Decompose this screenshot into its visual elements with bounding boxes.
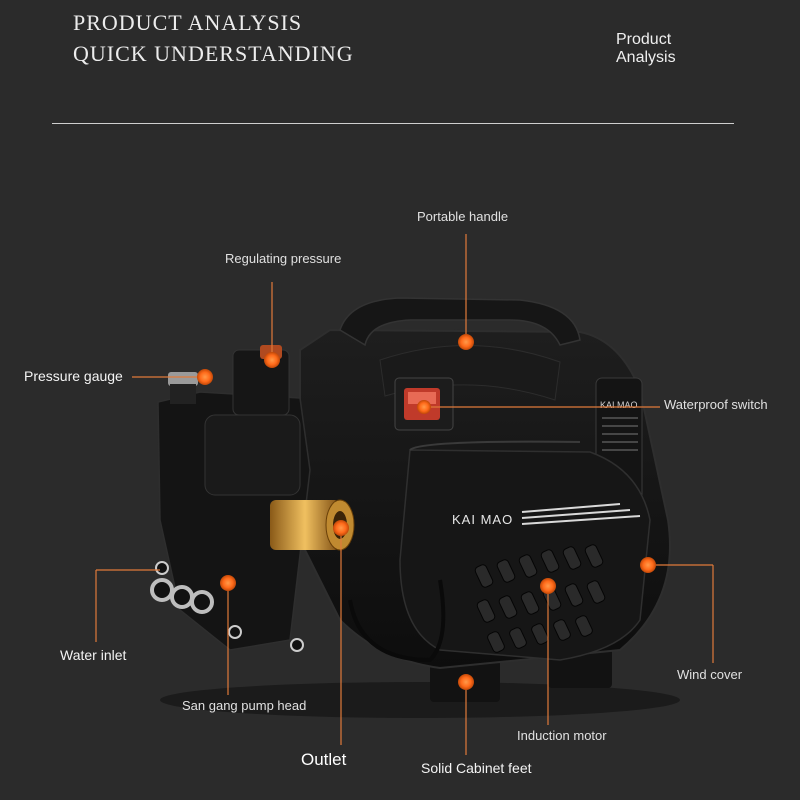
callout-markers [197, 334, 656, 690]
pressure-gauge-stem [168, 372, 198, 386]
label-san-gang-pump-head: San gang pump head [182, 698, 307, 713]
side-title-line1: Product [616, 31, 672, 48]
marker-induction-motor [540, 578, 556, 594]
marker-regulating-pressure [264, 352, 280, 368]
marker-portable-handle [458, 334, 474, 350]
marker-solid-cabinet-feet [458, 674, 474, 690]
marker-wind-cover [640, 557, 656, 573]
marker-outlet [333, 520, 349, 536]
outlet-fitting [270, 500, 340, 550]
label-water-inlet: Water inlet [60, 647, 127, 663]
label-regulating-pressure: Regulating pressure [225, 251, 342, 266]
label-portable-handle: Portable handle [417, 209, 509, 224]
ground-shadow [160, 682, 680, 718]
marker-waterproof-switch [417, 400, 431, 414]
divider-rule [52, 123, 734, 124]
water-inlet-ports [150, 561, 214, 614]
spec-panel-lines [602, 417, 638, 451]
label-pressure-gauge: Pressure gauge [24, 368, 123, 384]
label-outlet: Outlet [301, 750, 347, 769]
marker-pressure-gauge [197, 369, 213, 385]
pressure-regulator-knob [232, 349, 290, 416]
brand-text: KAI MAO [452, 512, 513, 527]
side-title-line2: Analysis [616, 49, 676, 66]
hose [348, 579, 446, 663]
pump-cap [204, 414, 301, 496]
label-induction-motor: Induction motor [517, 728, 607, 743]
heading-product-analysis: PRODUCT ANALYSIS [73, 10, 303, 35]
svg-text:KAI MAO: KAI MAO [600, 400, 638, 410]
label-solid-cabinet-feet: Solid Cabinet feet [421, 760, 532, 776]
leader-lines [95, 234, 714, 755]
label-wind-cover: Wind cover [677, 667, 743, 682]
brand-stripes [521, 503, 641, 525]
label-waterproof-switch: Waterproof switch [664, 397, 768, 412]
side-title: Product Analysis [616, 31, 676, 67]
marker-san-gang-pump-head [220, 575, 236, 591]
portable-handle [339, 297, 581, 347]
vent-grille [474, 544, 606, 653]
heading-quick-understanding: QUICK UNDERSTANDING [73, 41, 354, 66]
